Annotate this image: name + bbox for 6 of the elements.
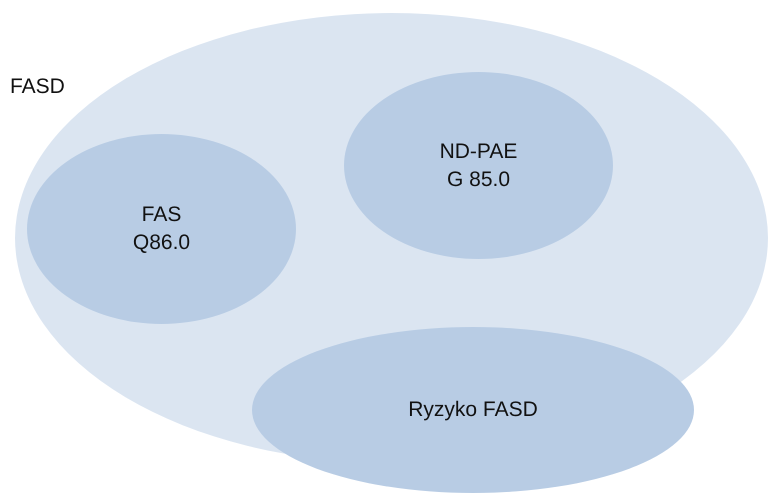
set-label: ND-PAE [440, 138, 518, 164]
set-label: Q86.0 [132, 230, 190, 256]
set-label: FAS [142, 202, 182, 228]
set-label: G 85.0 [446, 166, 510, 192]
set-label: Ryzyko FASD [408, 397, 538, 423]
set-label: FASD [10, 75, 65, 99]
